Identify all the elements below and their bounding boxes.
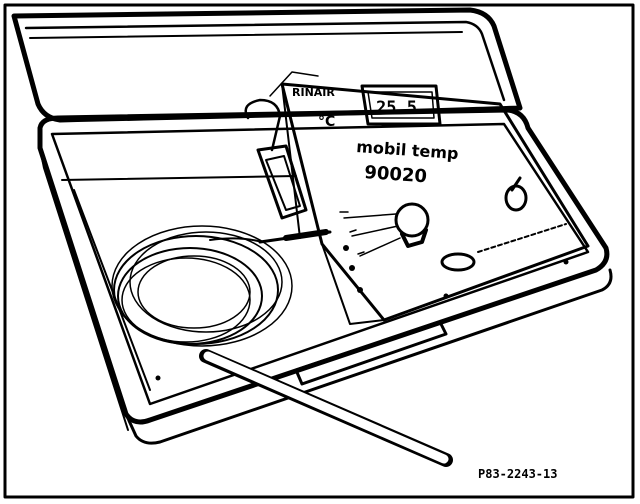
probe-rod — [199, 349, 453, 467]
power-toggle-switch — [504, 176, 528, 212]
screw-dot — [443, 293, 449, 299]
screw-dot — [155, 375, 161, 381]
digital-display — [360, 84, 442, 126]
case-latch — [294, 320, 448, 386]
selector-knob — [339, 202, 430, 257]
model-name: mobil temp — [356, 137, 459, 163]
interior-shelf-line — [61, 175, 297, 181]
indicator-element — [440, 223, 567, 272]
case-lid — [11, 7, 523, 123]
model-number: 90020 — [364, 162, 428, 187]
screw-dot — [563, 259, 569, 265]
case-body — [37, 107, 613, 445]
brand-label: RINAIR — [292, 86, 335, 99]
probe-connector — [258, 229, 332, 244]
image-frame — [3, 3, 635, 499]
probe-holder — [244, 71, 319, 220]
figure-id: P83-2243-13 — [478, 467, 557, 481]
unit-symbol: °C — [318, 114, 335, 130]
display-reading: 25.5 — [376, 98, 417, 118]
probe-cable-coil — [111, 225, 293, 347]
input-jacks — [343, 245, 363, 293]
